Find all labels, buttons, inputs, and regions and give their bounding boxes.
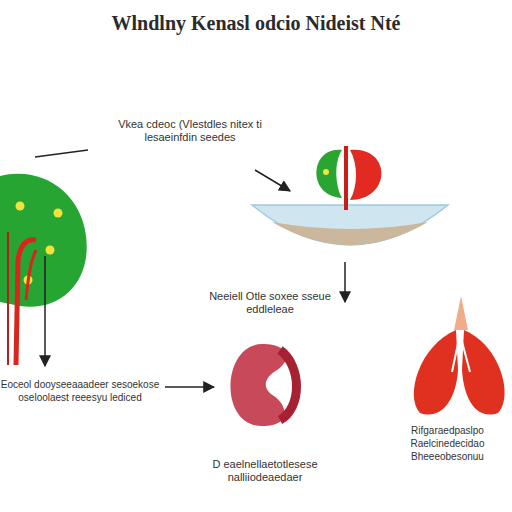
organ-tube	[454, 296, 468, 330]
leader-line	[35, 150, 88, 157]
sediment	[272, 222, 428, 245]
water-bowl	[252, 205, 448, 245]
red-kidney	[350, 150, 382, 200]
blood-vessel	[26, 250, 36, 300]
caption-text: Vkea cdeoc (Vlestdles nitex ti lesaeinfd…	[100, 118, 280, 144]
flow-arrow	[165, 386, 214, 388]
organ-vessel	[452, 334, 470, 400]
caption-text: Neeiell Otle soxee sseue eddleleae	[200, 290, 340, 316]
green-kidney	[0, 174, 87, 307]
caption-text: D eaelnellaetotlesese nalliiodeaedaer	[180, 458, 350, 484]
diagram-title: Wlndlny Kenasl odcio Nideist Nté	[0, 12, 512, 35]
flow-arrow	[44, 256, 46, 366]
kidney-dot	[323, 169, 329, 175]
organ-lobe	[414, 330, 458, 415]
blood-vessel	[344, 146, 348, 210]
pointer-arrow	[255, 170, 290, 191]
flow-arrow	[344, 262, 346, 302]
kidney-dot	[54, 209, 63, 218]
caption-text: Eoceol dooyseeaaadeer sesoekose oseloola…	[0, 378, 160, 404]
red-kidney	[230, 344, 286, 426]
blood-vessel	[16, 240, 36, 365]
kidney-dot	[46, 246, 55, 255]
organ-lobe	[462, 330, 505, 415]
green-kidney	[316, 150, 342, 198]
kidney-dot	[16, 202, 25, 211]
blood-vessel	[7, 232, 9, 365]
caption-text: Rifgaraedpaslpo Raelcinedecidao Bheeeobe…	[385, 424, 510, 463]
kidney-edge	[280, 350, 297, 420]
